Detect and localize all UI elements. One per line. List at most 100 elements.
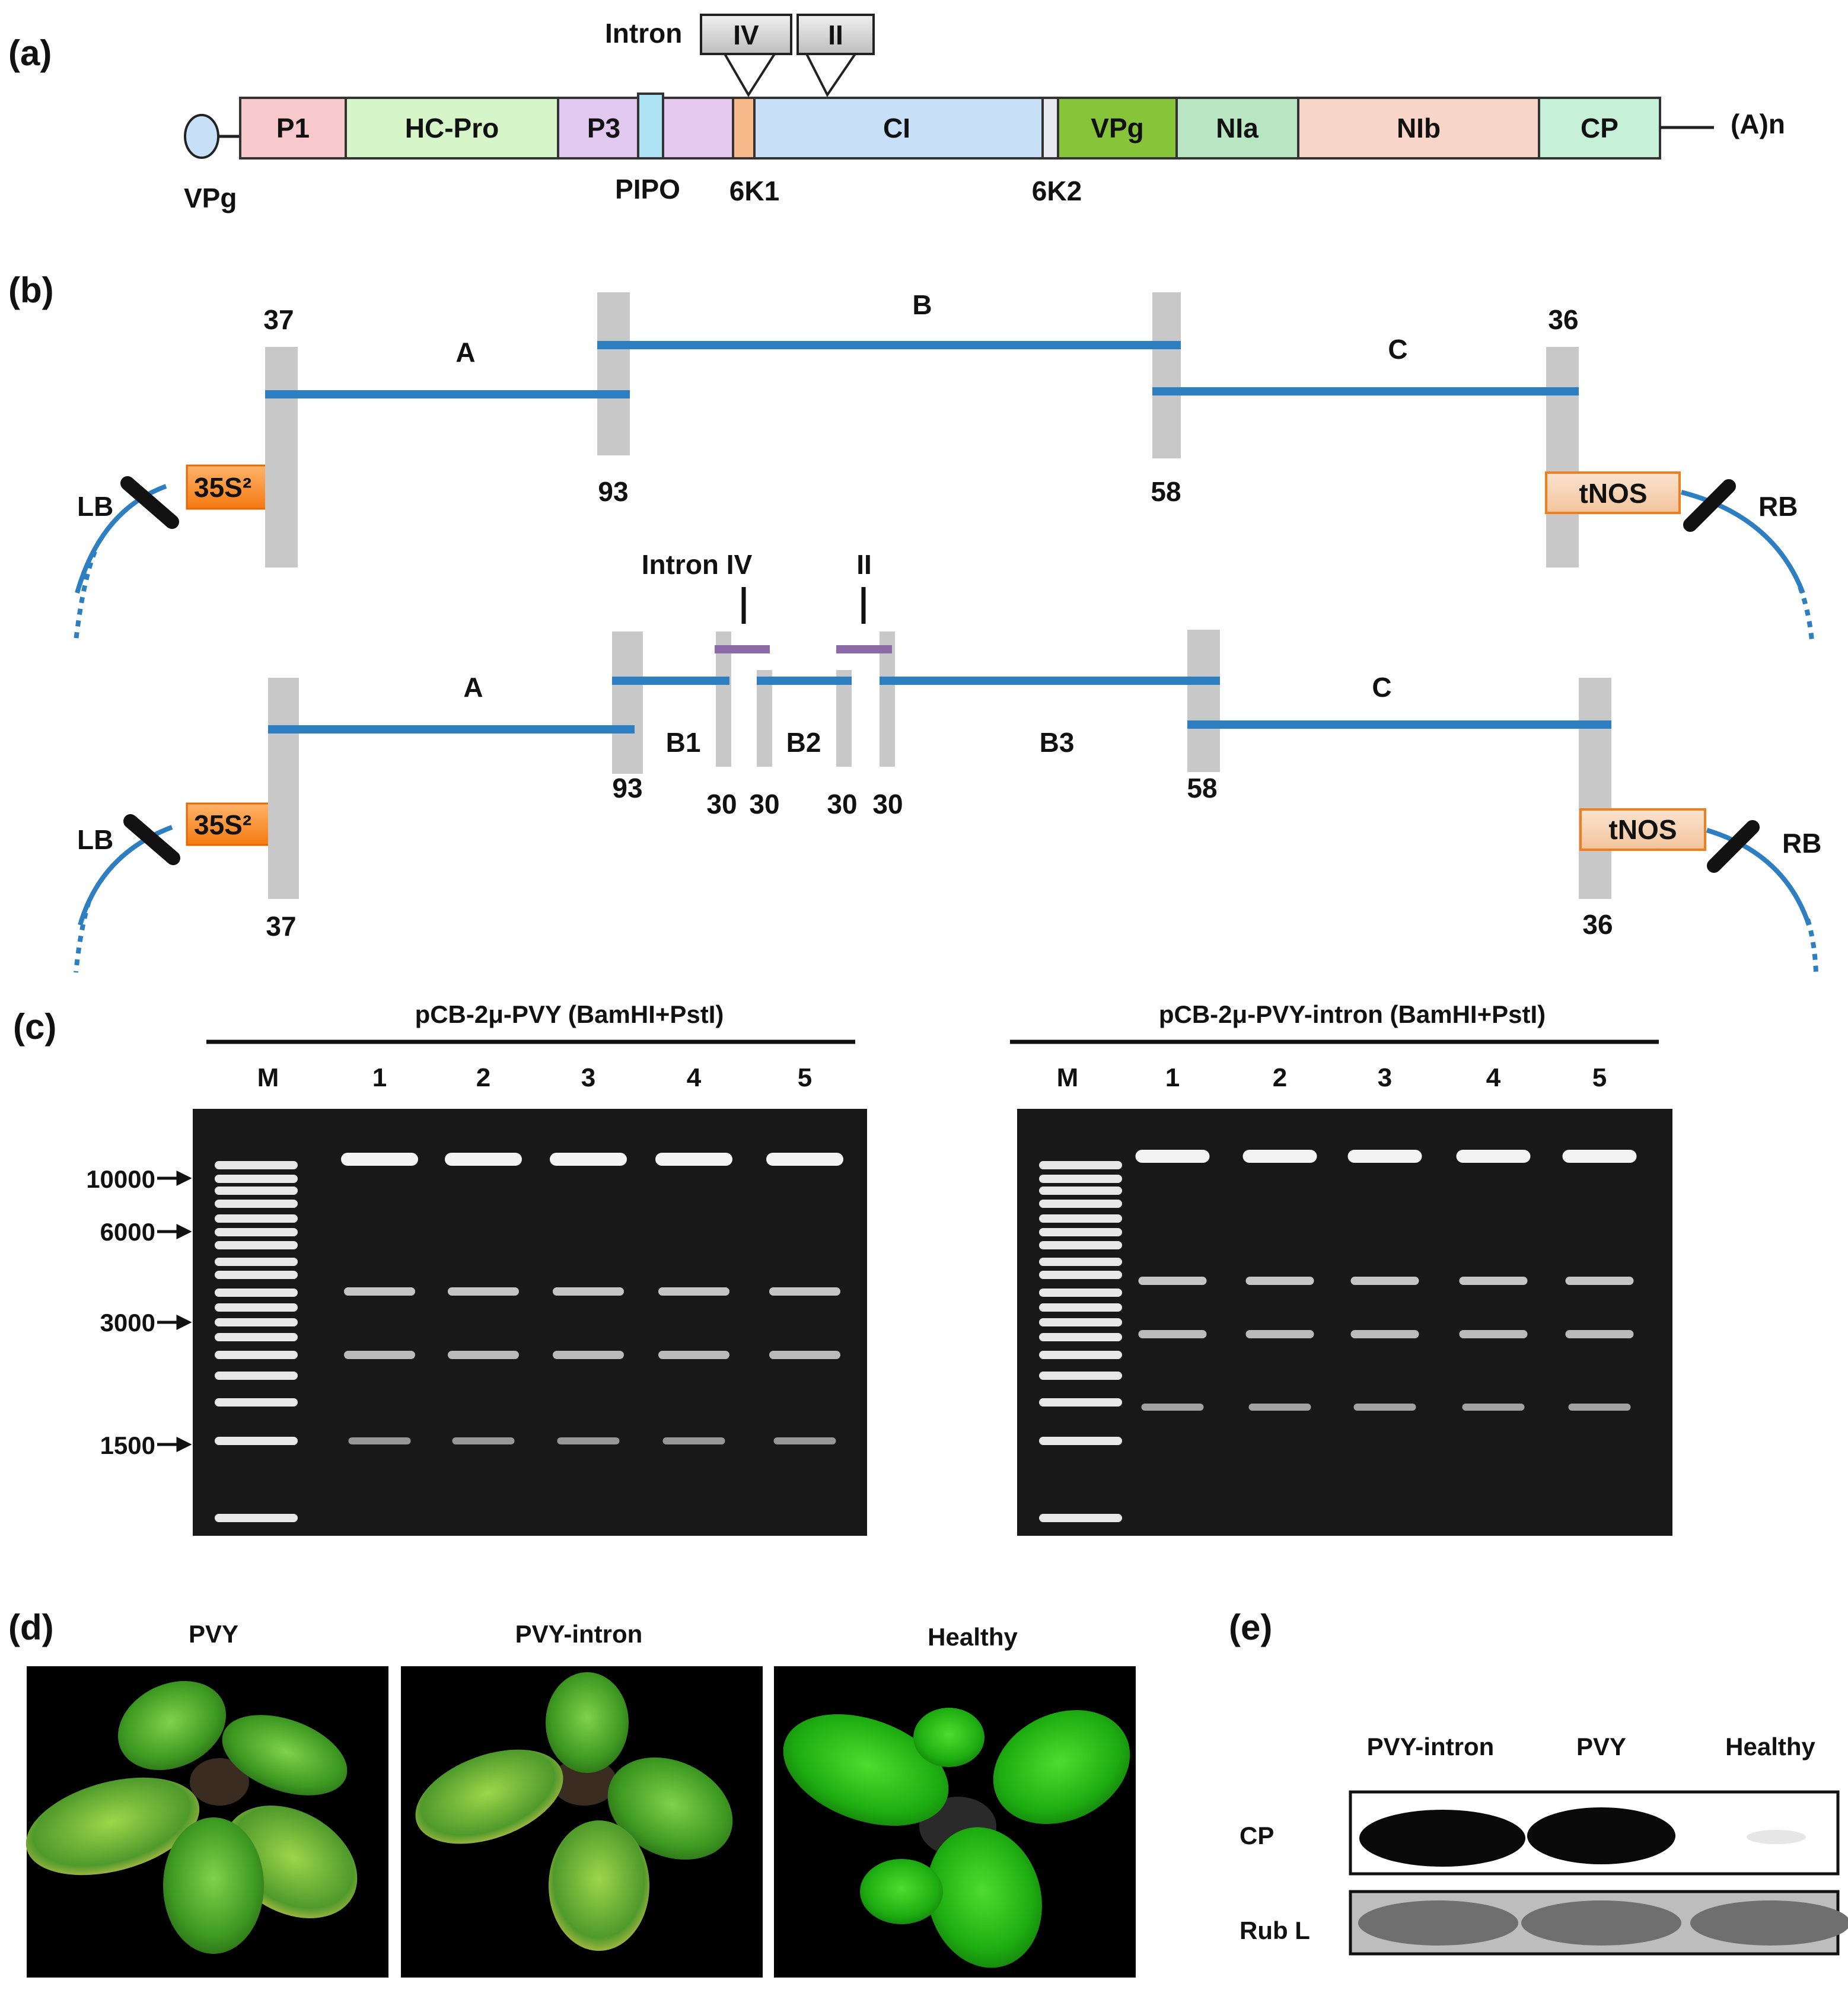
overlap-30-d xyxy=(880,632,895,767)
overlap-label-30-b: 30 xyxy=(749,789,779,819)
ladder-band xyxy=(1039,1372,1122,1380)
blot-lane-pvy: PVY xyxy=(1576,1733,1626,1761)
ladder-band xyxy=(215,1318,298,1326)
gene-label-nia: NIa xyxy=(1216,113,1258,143)
blot-lane-pvy-intron: PVY-intron xyxy=(1367,1733,1495,1761)
gel2-band-small xyxy=(1353,1404,1416,1411)
overlap-30-b xyxy=(757,670,772,767)
gel2-lane-3: 3 xyxy=(1378,1063,1392,1092)
overlap-label-93: 93 xyxy=(598,476,628,507)
plasmid-arc-left xyxy=(75,484,167,594)
ladder-band xyxy=(215,1161,298,1169)
gene-p3 xyxy=(557,97,639,160)
blot-rubl-band-healthy xyxy=(1690,1900,1848,1946)
panel-a-label: (a) xyxy=(8,33,52,73)
6k2-label: 6K2 xyxy=(1032,176,1082,206)
ladder-band xyxy=(215,1241,298,1249)
plasmid-arc-right-2 xyxy=(1706,828,1811,926)
gene-label-hc-pro: HC-Pro xyxy=(405,113,499,143)
marker-arrows xyxy=(157,1170,192,1453)
blot-row-cp: CP xyxy=(1240,1822,1274,1849)
vpg-5prime-label: VPg xyxy=(184,183,237,213)
lb-label: LB xyxy=(77,491,113,522)
plant-photos: PVY PVY-intron Healthy xyxy=(26,1620,1136,1978)
intron-ii-box xyxy=(796,14,875,55)
ladder-band xyxy=(215,1214,298,1223)
ladder-band xyxy=(215,1187,298,1195)
gene-label-p3: P3 xyxy=(587,113,620,143)
gel1-lane-m: M xyxy=(257,1063,279,1092)
plant-pvy-intron-drawing xyxy=(415,1672,733,1951)
overlap-label-36: 36 xyxy=(1548,304,1578,335)
gel2-band-large xyxy=(1456,1150,1531,1163)
gel1-lane-3: 3 xyxy=(581,1063,595,1092)
6k1-label: 6K1 xyxy=(729,176,779,206)
gel2-band-low xyxy=(1459,1330,1528,1338)
gel1-bands xyxy=(215,1153,843,1522)
intron-iv-b-label: Intron IV xyxy=(642,549,753,580)
overlap-93 xyxy=(597,292,630,455)
ladder-band xyxy=(1039,1333,1122,1341)
overlap-30-a xyxy=(716,632,731,767)
vpg-5prime-icon xyxy=(184,114,219,159)
gel1-band-small xyxy=(452,1437,515,1444)
fragment-c-label: C xyxy=(1388,334,1407,365)
gel2-band-large xyxy=(1242,1150,1317,1163)
ladder-band xyxy=(215,1228,298,1236)
plasmid-arc-right-dotted xyxy=(1798,586,1814,641)
plant-label-healthy: Healthy xyxy=(928,1623,1018,1651)
lb-marker xyxy=(120,476,179,529)
plant-label-pvy-intron: PVY-intron xyxy=(515,1620,643,1648)
ladder-band xyxy=(1039,1187,1122,1195)
ladder-band xyxy=(1039,1241,1122,1249)
plasmid-arc-left-dotted xyxy=(74,550,97,641)
gene-label-ci: CI xyxy=(883,113,910,143)
gel1-band-large xyxy=(445,1153,522,1166)
gel2-band-large xyxy=(1347,1150,1422,1163)
ladder-band xyxy=(215,1289,298,1297)
gel1-title: pCB-2μ-PVY (BamHI+PstI) xyxy=(415,1000,724,1028)
plant-healthy-drawing xyxy=(783,1708,1130,1968)
gel2-lane-m: M xyxy=(1057,1063,1079,1092)
ladder-band xyxy=(215,1175,298,1183)
ladder-band xyxy=(215,1303,298,1312)
gel2-band-low xyxy=(1245,1330,1314,1338)
gel-image-2 xyxy=(1017,1109,1672,1536)
ladder-band xyxy=(215,1271,298,1279)
construct-bottom: LB 35S² Intron IV II A B1 B2 B3 C 93 30 … xyxy=(74,549,1821,973)
plasmid-arc-right-2-dotted xyxy=(1805,918,1818,973)
ladder-band xyxy=(1039,1271,1122,1279)
gel1-band-small xyxy=(557,1437,620,1444)
gel1-lane-1: 1 xyxy=(372,1063,387,1092)
gel2-bands xyxy=(1039,1150,1637,1522)
overlap-93-b xyxy=(612,632,643,774)
ladder-band xyxy=(215,1200,298,1208)
terminator-tnos-2 xyxy=(1579,808,1706,851)
intron-label: Intron xyxy=(605,18,682,49)
intron-ii-b-label: II xyxy=(856,549,872,580)
gene-label-vpg: VPg xyxy=(1091,113,1143,143)
gel1-band-large xyxy=(550,1153,627,1166)
gel1-band-mid xyxy=(769,1287,840,1296)
blot-cp-band-pvy xyxy=(1527,1807,1675,1864)
gel2-band-large xyxy=(1562,1150,1637,1163)
panel-e-label: (e) xyxy=(1229,1608,1272,1647)
gel2-band-small xyxy=(1248,1404,1311,1411)
gene-pipo xyxy=(637,93,664,160)
gel-image-1 xyxy=(193,1109,867,1536)
overlap-37 xyxy=(265,347,298,567)
gel2-band-large xyxy=(1135,1150,1210,1163)
ladder-band xyxy=(215,1351,298,1359)
gel1-band-low xyxy=(344,1351,415,1359)
gel1-band-low xyxy=(553,1351,624,1359)
intron-ii-insertion xyxy=(805,53,856,97)
ladder-band xyxy=(215,1372,298,1380)
gel2-lane-2: 2 xyxy=(1273,1063,1287,1092)
fragment-b3-label: B3 xyxy=(1040,727,1075,758)
gel1-band-large xyxy=(341,1153,418,1166)
gene-label-cp: CP xyxy=(1581,113,1618,143)
western-blot: PVY-intron PVY Healthy CP Rub L xyxy=(1240,1733,1848,1956)
ladder-band xyxy=(1039,1289,1122,1297)
fragment-b2-label: B2 xyxy=(786,727,821,758)
